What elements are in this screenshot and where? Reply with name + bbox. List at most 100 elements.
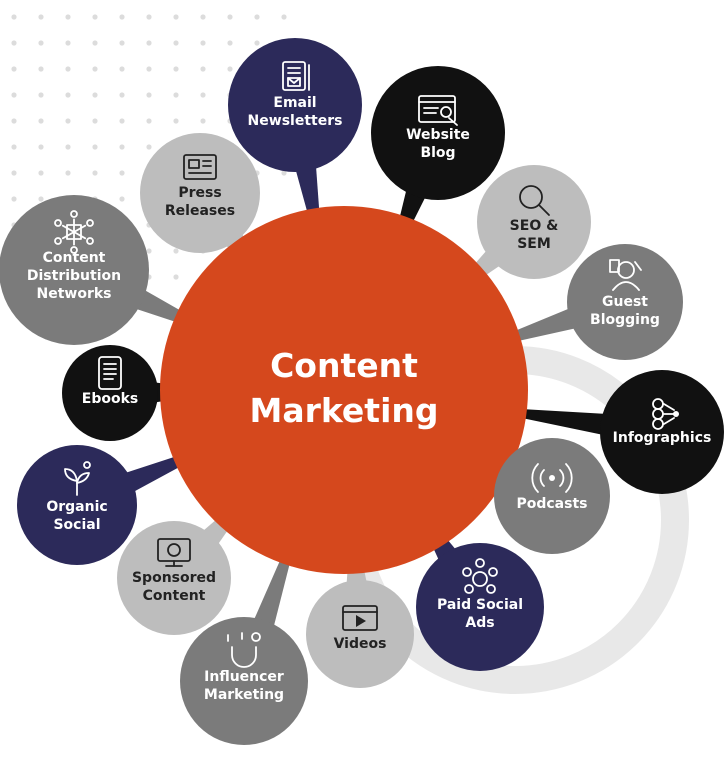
grid-dot (11, 170, 17, 176)
organic-social-circle (17, 445, 137, 565)
website-blog-label-line2: Blog (420, 145, 455, 161)
grid-dot (146, 66, 152, 72)
grid-dot (11, 66, 17, 72)
seo-sem-label-line2: SEM (517, 236, 551, 252)
grid-dot (200, 118, 206, 124)
grid-dot (65, 66, 71, 72)
videos-label-line1: Videos (334, 636, 387, 652)
paid-ads-icon (462, 558, 498, 594)
email-newsletters-label-line2: Newsletters (248, 113, 343, 129)
grid-dot (173, 14, 179, 20)
seo-sem-node: SEO & SEM (477, 165, 591, 279)
organic-social-label-line1: Organic (46, 499, 107, 515)
grid-dot (146, 14, 152, 20)
grid-dot (173, 248, 179, 254)
grid-dot (119, 14, 125, 20)
guest-blogger-icon (609, 259, 642, 291)
grid-dot (173, 118, 179, 124)
grid-dot (11, 92, 17, 98)
grid-dot (227, 66, 233, 72)
grid-dot (65, 170, 71, 176)
ebooks-label-line1: Ebooks (82, 391, 138, 407)
website-blog-label-line1: Website (406, 127, 470, 143)
center-title-line1: Content (270, 346, 418, 385)
newspaper-icon (183, 154, 217, 180)
center-circle (160, 206, 528, 574)
grid-dot (92, 92, 98, 98)
press-releases-label-line2: Releases (165, 203, 235, 219)
network-hub-icon (54, 210, 94, 254)
podcasts-circle (494, 438, 610, 554)
press-releases-label-line1: Press (178, 185, 221, 201)
ebook-reader-icon (98, 356, 122, 390)
grid-dot (146, 92, 152, 98)
grid-dot (200, 40, 206, 46)
grid-dot (146, 248, 152, 254)
grid-dot (119, 144, 125, 150)
grid-dot (254, 14, 260, 20)
grid-dot (65, 92, 71, 98)
sponsored-content-label-line1: Sponsored (132, 570, 216, 586)
magnet-icon (227, 632, 261, 668)
infographic-icon (652, 398, 679, 430)
infographics-node: Infographics (600, 370, 724, 494)
organic-sprout-icon (64, 461, 91, 496)
grid-dot (92, 118, 98, 124)
sponsored-content-label-line2: Content (143, 588, 206, 604)
grid-dot (38, 118, 44, 124)
content-distribution-networks-circle (0, 195, 149, 345)
grid-dot (11, 196, 17, 202)
grid-dot (200, 14, 206, 20)
center-title-line2: Marketing (249, 391, 438, 430)
podcasts-label-line1: Podcasts (516, 496, 587, 512)
seo-sem-circle (477, 165, 591, 279)
content-distribution-networks-label-line3: Networks (36, 286, 111, 302)
grid-dot (146, 118, 152, 124)
seo-sem-label-line1: SEO & (510, 218, 559, 234)
grid-dot (173, 92, 179, 98)
grid-dot (65, 118, 71, 124)
infographics-label-line1: Infographics (613, 430, 712, 446)
influencer-marketing-label-line2: Marketing (204, 687, 284, 703)
grid-dot (38, 196, 44, 202)
grid-dot (173, 40, 179, 46)
grid-dot (92, 66, 98, 72)
grid-dot (146, 144, 152, 150)
paid-social-ads-circle (416, 543, 544, 671)
center-node: Content Marketing (160, 206, 528, 574)
paid-social-ads-label-line1: Paid Social (437, 597, 523, 613)
press-releases-circle (140, 133, 260, 253)
grid-dot (65, 40, 71, 46)
grid-dot (146, 40, 152, 46)
influencer-marketing-label-line1: Influencer (204, 669, 284, 685)
grid-dot (227, 40, 233, 46)
grid-dot (173, 274, 179, 280)
grid-dot (92, 170, 98, 176)
broadcast-icon (531, 463, 573, 493)
grid-dot (38, 14, 44, 20)
magnifier-icon (519, 185, 550, 216)
grid-dot (11, 144, 17, 150)
guest-blogging-circle (567, 244, 683, 360)
website-blog-icon (418, 95, 458, 126)
infographics-circle (600, 370, 724, 494)
grid-dot (65, 144, 71, 150)
grid-dot (11, 118, 17, 124)
grid-dot (92, 40, 98, 46)
grid-dot (119, 118, 125, 124)
website-blog-circle (371, 66, 505, 200)
grid-dot (119, 66, 125, 72)
newsletter-icon (282, 61, 310, 91)
videos-circle (306, 580, 414, 688)
grid-dot (65, 14, 71, 20)
grid-dot (38, 92, 44, 98)
influencer-marketing-circle (180, 617, 308, 745)
